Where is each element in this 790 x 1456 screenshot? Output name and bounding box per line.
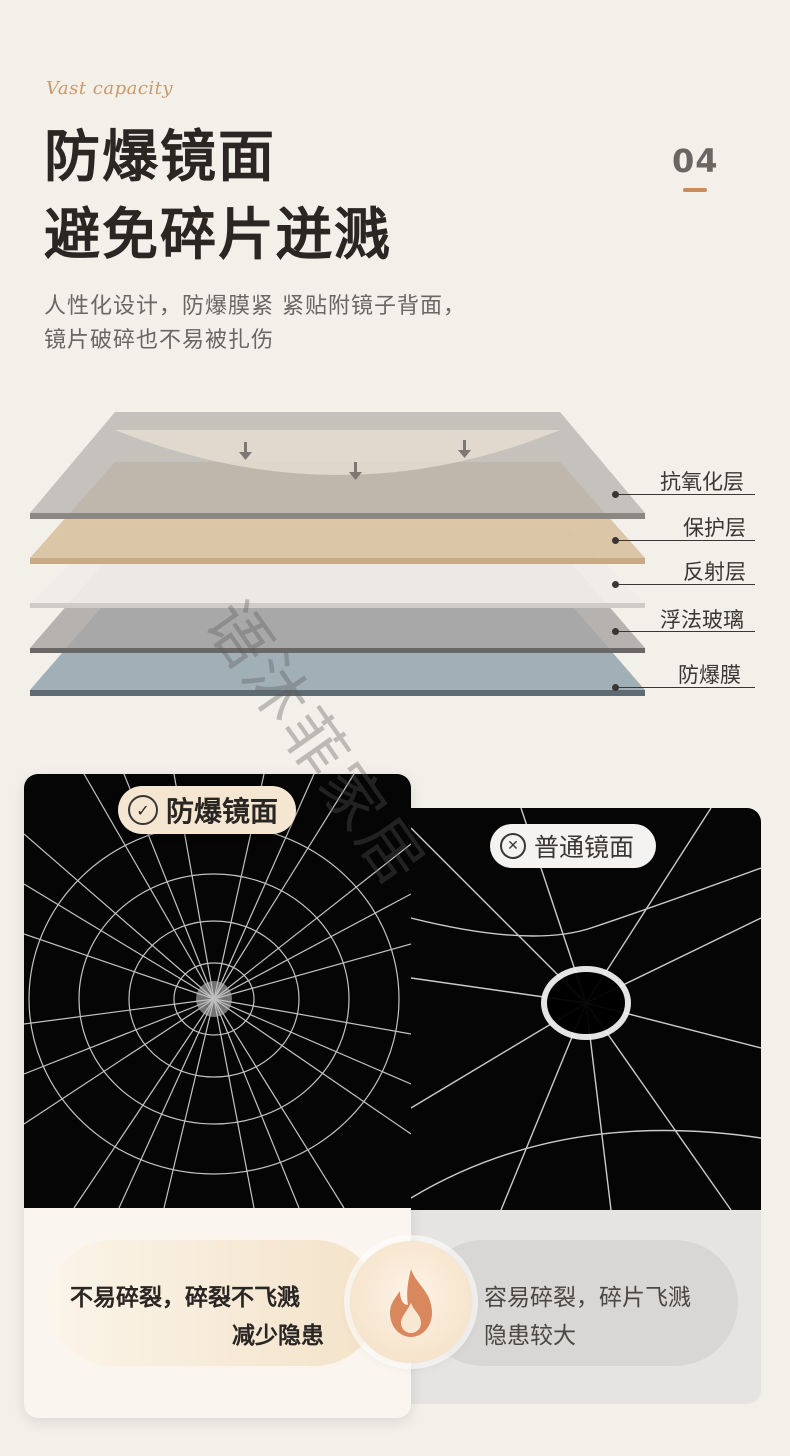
section-tag: Vast capacity	[46, 78, 174, 99]
explosion-proof-caption-bubble	[48, 1240, 378, 1366]
mirror-layers-diagram	[0, 400, 790, 710]
layer-label-float-glass: 浮法玻璃	[660, 608, 744, 632]
explosion-proof-caption-line2: 减少隐患	[232, 1323, 324, 1349]
explosion-proof-crack-image	[24, 774, 411, 1208]
layer-pointer-line	[616, 631, 755, 632]
ordinary-caption-bubble	[420, 1240, 738, 1366]
explosion-proof-caption-line1: 不易碎裂，碎裂不飞溅	[70, 1285, 300, 1311]
layer-pointer-line	[616, 687, 755, 688]
layer-pointer-line	[616, 540, 755, 541]
layer-anti-oxidation	[30, 412, 645, 519]
layer-pointer-dot	[612, 684, 619, 691]
layers-illustration	[30, 412, 645, 696]
radial-crack-pattern	[24, 774, 411, 1208]
close-circle-icon: ✕	[500, 833, 526, 859]
layer-pointer-line	[616, 494, 755, 495]
shattered-crack-pattern	[411, 808, 761, 1210]
fire-badge	[350, 1241, 472, 1363]
layer-pointer-dot	[612, 537, 619, 544]
ordinary-caption-line1: 容易碎裂，碎片飞溅	[484, 1285, 691, 1311]
page-title-line2: 避免碎片迸溅	[44, 203, 392, 268]
description-line1: 人性化设计，防爆膜紧 紧贴附镜子背面，	[44, 294, 466, 319]
layer-pointer-line	[616, 584, 755, 585]
ordinary-mirror-crack-image	[411, 808, 761, 1210]
layer-pointer-dot	[612, 491, 619, 498]
down-arrow-icon	[239, 440, 471, 480]
description-line2: 镜片破碎也不易被扎伤	[44, 328, 275, 353]
layer-label-anti-oxidation: 抗氧化层	[660, 470, 744, 494]
page-title-line1: 防爆镜面	[44, 125, 276, 190]
fire-icon	[390, 1269, 432, 1337]
section-number: 04	[672, 142, 719, 180]
check-circle-icon: ✓	[128, 795, 158, 825]
ordinary-mirror-badge-label: 普通镜面	[534, 833, 635, 862]
explosion-proof-badge-label: 防爆镜面	[166, 795, 279, 828]
ordinary-caption-line2: 隐患较大	[484, 1323, 576, 1349]
layer-label-reflective: 反射层	[683, 560, 746, 584]
layer-pointer-dot	[612, 628, 619, 635]
layer-label-explosion-film: 防爆膜	[678, 663, 741, 687]
layer-pointer-dot	[612, 581, 619, 588]
explosion-proof-badge: ✓ 防爆镜面	[118, 786, 297, 834]
layer-label-protective: 保护层	[683, 516, 746, 540]
ordinary-mirror-badge: ✕ 普通镜面	[490, 824, 657, 868]
number-underline	[683, 188, 707, 192]
